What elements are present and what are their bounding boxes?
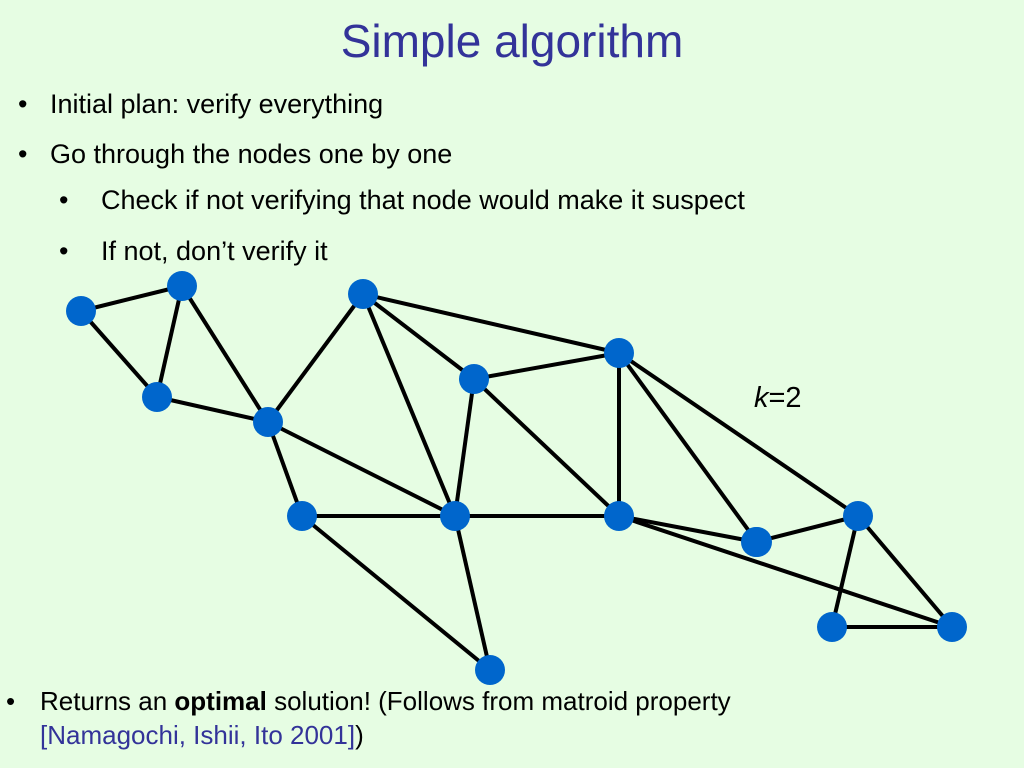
graph-node-n13 — [843, 501, 873, 531]
bullet-dot: • — [59, 185, 69, 215]
bottom-text-part2: solution! (Follows from matroid property — [266, 686, 731, 716]
graph-edge-n2-n3 — [155, 285, 184, 398]
graph-edge-n1-n3 — [79, 309, 159, 399]
bullet-item-go-through-nodes: • Go through the nodes one by one — [18, 136, 453, 172]
graph-edge-n7-n8 — [617, 351, 759, 544]
graph-node-n12 — [741, 527, 771, 557]
graph-edge-n9-n14 — [300, 514, 492, 672]
graph-edge-n10-n14 — [453, 515, 492, 671]
sub-bullet-item-dont-verify: • If not, don’t verify it — [59, 233, 328, 269]
graph-node-n1 — [66, 296, 96, 326]
graph-edge-n3-n4 — [156, 395, 269, 424]
graph-edge-n6-n11 — [472, 377, 621, 518]
bullet-dot: • — [18, 89, 28, 119]
graph-node-n15 — [817, 612, 847, 642]
bottom-text-part1: Returns an — [40, 686, 175, 716]
graph-edge-n13-n15 — [830, 515, 860, 628]
bullet-dot: • — [59, 236, 69, 266]
graph-node-n11 — [604, 501, 634, 531]
graph-node-n4 — [253, 407, 283, 437]
graph-edges — [79, 284, 954, 672]
sub-bullet-item-check-suspect: • Check if not verifying that node would… — [59, 182, 745, 218]
slide-title: Simple algorithm — [340, 15, 684, 67]
graph-edge-n5-n6 — [361, 292, 476, 381]
graph-nodes — [66, 271, 967, 685]
graph-edge-n2-n4 — [180, 284, 270, 424]
graph-edge-n11-n16 — [618, 514, 953, 629]
graph-edge-n6-n10 — [453, 378, 476, 517]
bullet-dot: • — [6, 686, 16, 716]
bottom-text-bold: optimal — [174, 686, 267, 716]
graph-node-n10 — [440, 501, 470, 531]
graph-edge-n4-n9 — [266, 421, 304, 517]
graph-node-n14 — [475, 655, 505, 685]
k-variable: k — [754, 382, 769, 414]
bullet-text: Go through the nodes one by one — [50, 139, 453, 169]
k-parameter-label: k=2 — [754, 382, 802, 415]
bullet-dot: • — [18, 139, 28, 169]
graph-node-n16 — [937, 612, 967, 642]
graph-edge-n6-n7 — [473, 351, 620, 381]
bullet-text: Initial plan: verify everything — [50, 89, 384, 119]
graph-edge-n5-n10 — [361, 293, 457, 517]
graph-node-n6 — [459, 364, 489, 394]
graph-edge-n5-n7 — [362, 292, 620, 355]
graph-edge-n7-n13 — [617, 351, 860, 518]
graph-node-n9 — [287, 501, 317, 531]
graph-edge-n12-n13 — [755, 514, 859, 544]
graph-edge-n13-n16 — [856, 514, 954, 629]
graph-edge-n4-n10 — [267, 420, 456, 518]
bullet-text: If not, don’t verify it — [101, 236, 328, 266]
k-value: =2 — [768, 382, 802, 414]
graph-node-n7 — [604, 338, 634, 368]
bottom-text-part3: ) — [355, 720, 364, 750]
graph-edge-n11-n12 — [618, 514, 757, 544]
bottom-bullet: • Returns an optimal solution! (Follows … — [6, 684, 1000, 752]
graph-node-n3 — [142, 382, 172, 412]
graph-edge-n4-n5 — [266, 292, 365, 424]
graph-node-n5 — [348, 279, 378, 309]
bullet-text: Check if not verifying that node would m… — [101, 185, 745, 215]
graph-edge-n1-n2 — [80, 284, 183, 313]
graph-node-n2 — [167, 271, 197, 301]
citation-link[interactable]: [Namagochi, Ishii, Ito 2001] — [40, 720, 356, 750]
bullet-item-initial-plan: • Initial plan: verify everything — [18, 86, 384, 122]
